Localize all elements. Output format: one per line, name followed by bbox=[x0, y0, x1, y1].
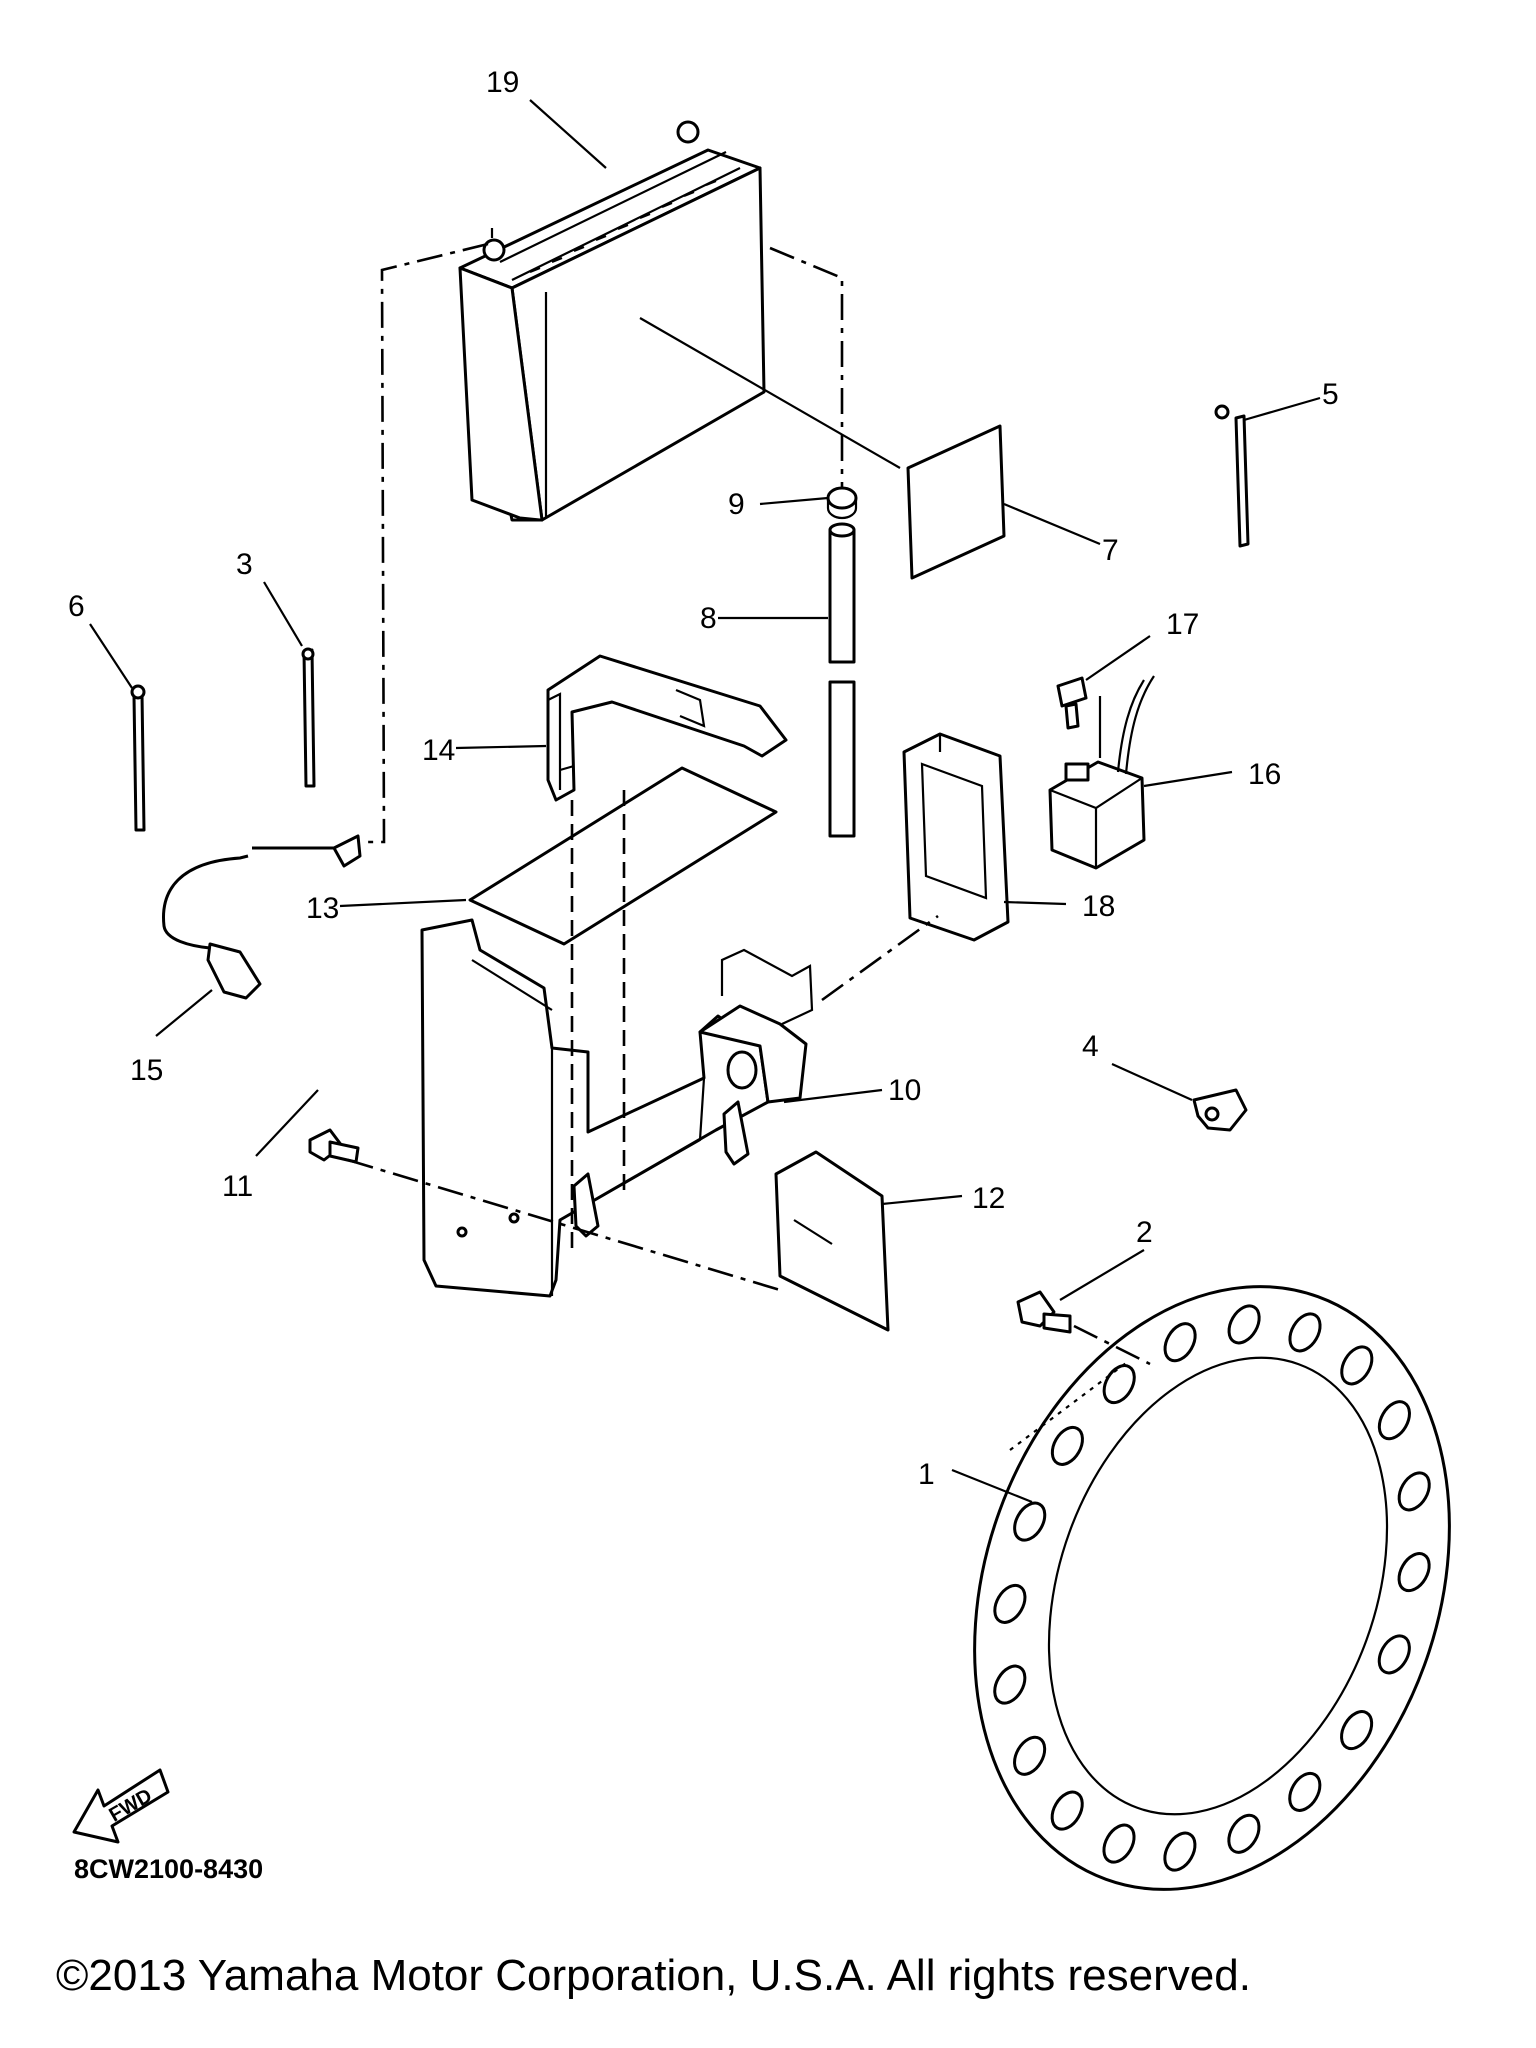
disc-hole bbox=[993, 1583, 1027, 1624]
leader-lines bbox=[89, 99, 1321, 1504]
callout-7: 7 bbox=[1102, 534, 1119, 567]
assembly-lines bbox=[347, 242, 1151, 1366]
callout-18: 18 bbox=[1082, 890, 1115, 923]
disc-hole bbox=[1227, 1813, 1261, 1854]
callout-13: 13 bbox=[306, 892, 339, 925]
vent-hose-clip[interactable] bbox=[826, 486, 858, 520]
disc-hole bbox=[1163, 1831, 1197, 1872]
callout-11: 11 bbox=[222, 1170, 253, 1203]
cable-tie-3[interactable] bbox=[301, 647, 316, 788]
battery-box-plate[interactable] bbox=[774, 1150, 890, 1332]
callout-9: 9 bbox=[728, 488, 745, 521]
bolt-17[interactable] bbox=[1056, 676, 1088, 730]
disc-hole bbox=[993, 1664, 1027, 1705]
callout-16: 16 bbox=[1248, 758, 1281, 791]
callout-15: 15 bbox=[130, 1054, 163, 1087]
callout-5: 5 bbox=[1322, 378, 1339, 411]
callout-8: 8 bbox=[700, 602, 717, 635]
disc-hole bbox=[1102, 1823, 1136, 1864]
cable-tie-5[interactable] bbox=[1214, 404, 1250, 548]
callout-17: 17 bbox=[1166, 608, 1199, 641]
bolt-2[interactable] bbox=[1016, 1290, 1072, 1334]
disc-hole bbox=[1050, 1425, 1084, 1466]
insulator-sheet[interactable] bbox=[468, 766, 778, 946]
disc-hole bbox=[1288, 1312, 1322, 1353]
battery-pad[interactable] bbox=[906, 424, 1006, 580]
lead-wire[interactable] bbox=[162, 834, 362, 1000]
callout-19: 19 bbox=[486, 66, 519, 99]
bolt-11[interactable] bbox=[308, 1128, 360, 1164]
relay-cover[interactable] bbox=[902, 732, 1010, 942]
disc-hole bbox=[1377, 1634, 1411, 1675]
disc-hole bbox=[1397, 1471, 1431, 1512]
disc-hole bbox=[1050, 1790, 1084, 1831]
disc-hole bbox=[1397, 1552, 1431, 1593]
battery-box[interactable] bbox=[420, 918, 814, 1298]
cable-tie-6[interactable] bbox=[130, 684, 146, 832]
battery-band[interactable] bbox=[546, 654, 788, 802]
clamp-4[interactable] bbox=[1192, 1088, 1248, 1132]
callout-10: 10 bbox=[888, 1074, 921, 1107]
fwd-arrow-icon: FWD bbox=[72, 1768, 170, 1844]
disc-hole bbox=[1013, 1501, 1047, 1542]
copyright-notice: ©2013 Yamaha Motor Corporation, U.S.A. A… bbox=[56, 1951, 1251, 2000]
disc-hole bbox=[1288, 1771, 1322, 1812]
callout-12: 12 bbox=[972, 1182, 1005, 1215]
battery[interactable] bbox=[458, 120, 766, 522]
part-code: 8CW2100-8430 bbox=[74, 1854, 263, 1884]
breather-hose[interactable] bbox=[828, 522, 856, 838]
disc-hole bbox=[1340, 1345, 1374, 1386]
callout-labels: 19 5 9 7 8 3 6 17 16 14 13 18 4 15 10 11… bbox=[68, 66, 1339, 1491]
disc-hole bbox=[1227, 1304, 1261, 1345]
brake-disc[interactable] bbox=[894, 1219, 1531, 1956]
disc-hole bbox=[1340, 1710, 1374, 1751]
callout-14: 14 bbox=[422, 734, 455, 767]
disc-hole bbox=[1163, 1322, 1197, 1363]
callout-4: 4 bbox=[1082, 1030, 1099, 1063]
starter-relay[interactable] bbox=[1048, 675, 1155, 870]
disc-hole bbox=[1377, 1400, 1411, 1441]
callout-6: 6 bbox=[68, 590, 85, 623]
callout-2: 2 bbox=[1136, 1216, 1153, 1249]
disc-hole bbox=[1013, 1735, 1047, 1776]
callout-3: 3 bbox=[236, 548, 253, 581]
callout-1: 1 bbox=[918, 1458, 935, 1491]
